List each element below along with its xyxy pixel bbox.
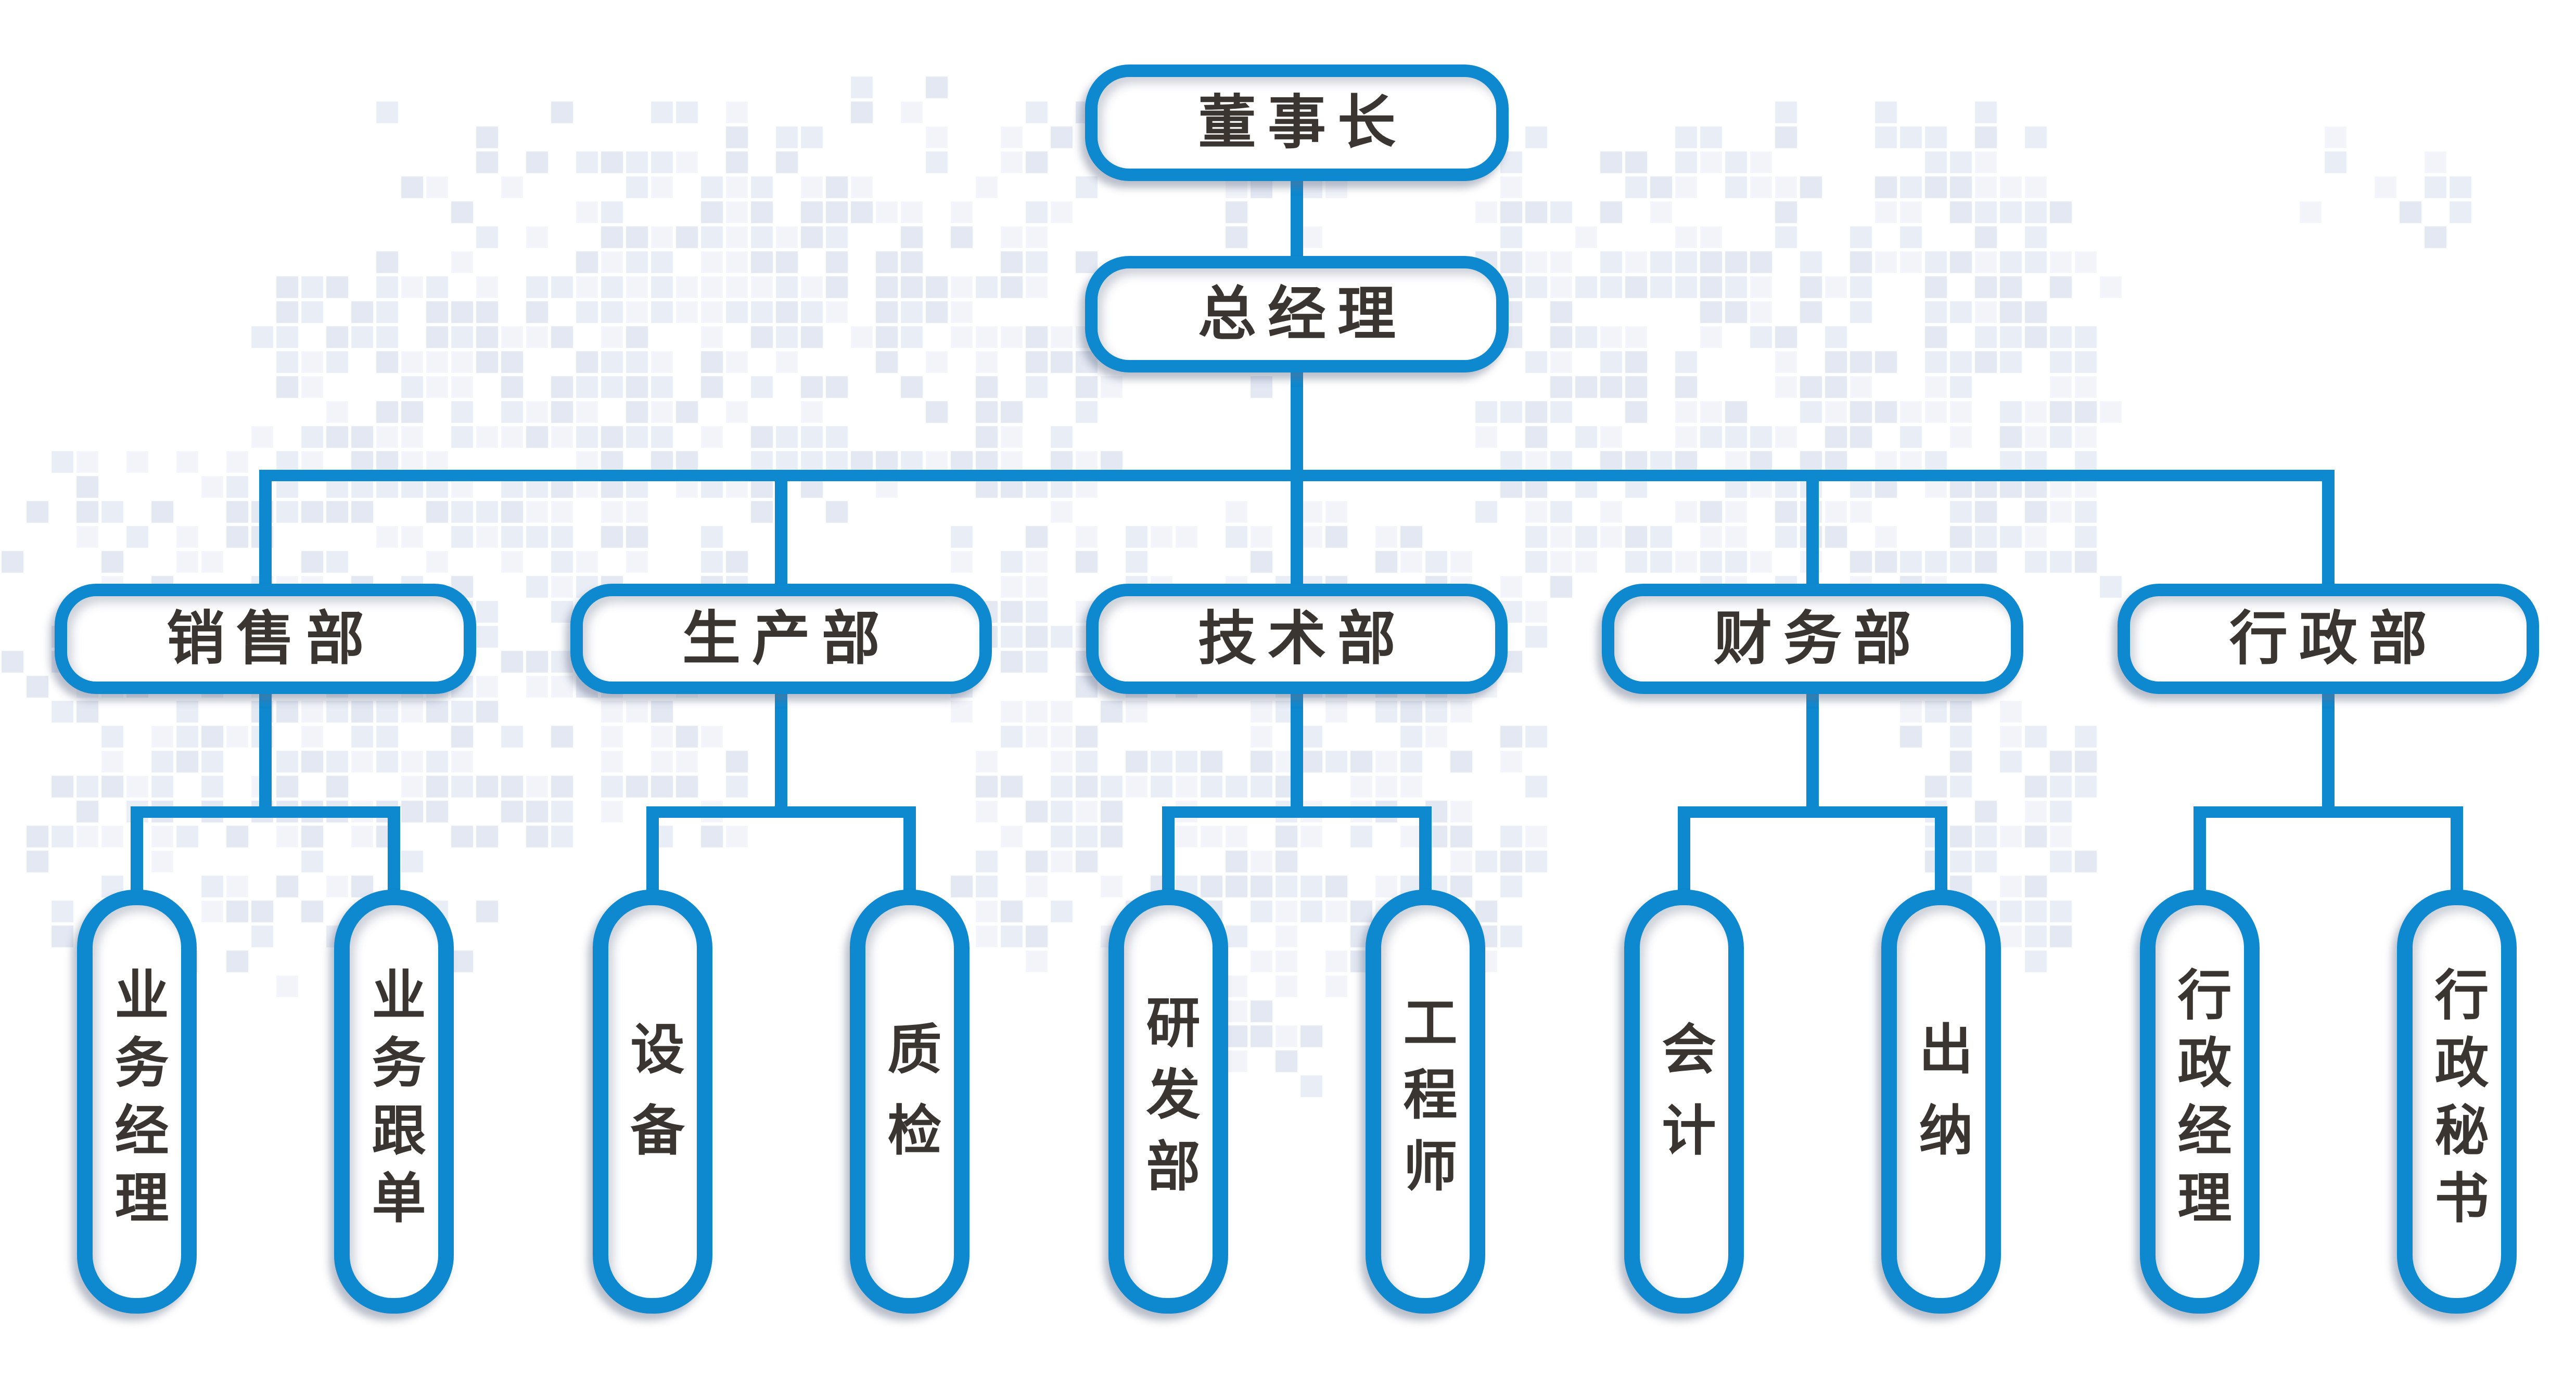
connector-drop-child bbox=[903, 806, 916, 903]
node-rnd-dept: 研发部 bbox=[1108, 890, 1228, 1314]
node-dept-technology: 技术部 bbox=[1086, 584, 1508, 694]
connector-trunk-dept-technology bbox=[1291, 470, 1303, 589]
connector-drop-child bbox=[1678, 806, 1690, 903]
node-chairman-label: 董事长 bbox=[1198, 89, 1407, 157]
node-equipment-label: 设备 bbox=[621, 1020, 684, 1183]
node-dept-admin: 行政部 bbox=[2118, 584, 2539, 694]
connector-drop-child bbox=[2194, 806, 2206, 903]
node-general-manager-label: 总经理 bbox=[1198, 280, 1407, 348]
connector-drop-child bbox=[131, 806, 143, 903]
node-engineer-label: 工程师 bbox=[1394, 994, 1457, 1210]
connector-children-bar-technology bbox=[1162, 806, 1432, 818]
connector-children-bar-finance bbox=[1678, 806, 1947, 818]
node-dept-production-label: 生产部 bbox=[682, 605, 891, 673]
connector-drop-child bbox=[1935, 806, 1947, 903]
node-dept-sales: 销售部 bbox=[55, 584, 476, 694]
node-business-manager-label: 业务经理 bbox=[105, 966, 169, 1237]
connector-chairman-gm bbox=[1291, 177, 1303, 263]
node-admin-manager: 行政经理 bbox=[2140, 890, 2260, 1314]
connector-dept-production-bar bbox=[775, 690, 787, 818]
connector-children-bar-sales bbox=[131, 806, 400, 818]
node-dept-sales-label: 销售部 bbox=[167, 605, 376, 673]
node-general-manager: 总经理 bbox=[1085, 256, 1509, 372]
connector-trunk-dept-sales bbox=[259, 470, 272, 589]
connector-drop-child bbox=[1162, 806, 1175, 903]
connector-drop-child bbox=[646, 806, 659, 903]
connector-dept-admin-bar bbox=[2322, 690, 2335, 818]
node-engineer: 工程师 bbox=[1366, 890, 1485, 1314]
node-dept-finance: 财务部 bbox=[1602, 584, 2023, 694]
node-business-merchandiser-label: 业务跟单 bbox=[362, 966, 426, 1237]
connector-dept-technology-bar bbox=[1291, 690, 1303, 818]
node-business-manager: 业务经理 bbox=[77, 890, 197, 1314]
connector-dept-finance-bar bbox=[1806, 690, 1819, 818]
connector-trunk-dept-production bbox=[775, 470, 787, 589]
connector-drop-child bbox=[388, 806, 400, 903]
connector-gm-trunk bbox=[1291, 364, 1303, 476]
connector-trunk-dept-finance bbox=[1806, 470, 1819, 589]
node-dept-production: 生产部 bbox=[570, 584, 992, 694]
node-quality-inspection: 质检 bbox=[850, 890, 970, 1314]
node-accountant-label: 会计 bbox=[1652, 1020, 1716, 1183]
node-dept-technology-label: 技术部 bbox=[1198, 605, 1407, 673]
node-quality-inspection-label: 质检 bbox=[878, 1020, 941, 1183]
node-dept-admin-label: 行政部 bbox=[2229, 605, 2439, 673]
connector-trunk-dept-admin bbox=[2322, 470, 2335, 589]
node-admin-secretary: 行政秘书 bbox=[2397, 890, 2517, 1314]
connector-children-bar-admin bbox=[2194, 806, 2463, 818]
node-accountant: 会计 bbox=[1624, 890, 1744, 1314]
node-chairman: 董事长 bbox=[1085, 65, 1509, 181]
node-equipment: 设备 bbox=[593, 890, 712, 1314]
node-rnd-dept-label: 研发部 bbox=[1137, 994, 1200, 1210]
node-admin-secretary-label: 行政秘书 bbox=[2425, 966, 2489, 1237]
connector-drop-child bbox=[1419, 806, 1432, 903]
node-cashier-label: 出纳 bbox=[1909, 1020, 1973, 1183]
connector-children-bar-production bbox=[646, 806, 916, 818]
node-cashier: 出纳 bbox=[1881, 890, 2001, 1314]
node-business-merchandiser: 业务跟单 bbox=[334, 890, 454, 1314]
node-dept-finance-label: 财务部 bbox=[1714, 605, 1923, 673]
connector-drop-child bbox=[2451, 806, 2463, 903]
connector-dept-sales-bar bbox=[259, 690, 272, 818]
node-admin-manager-label: 行政经理 bbox=[2168, 966, 2231, 1237]
